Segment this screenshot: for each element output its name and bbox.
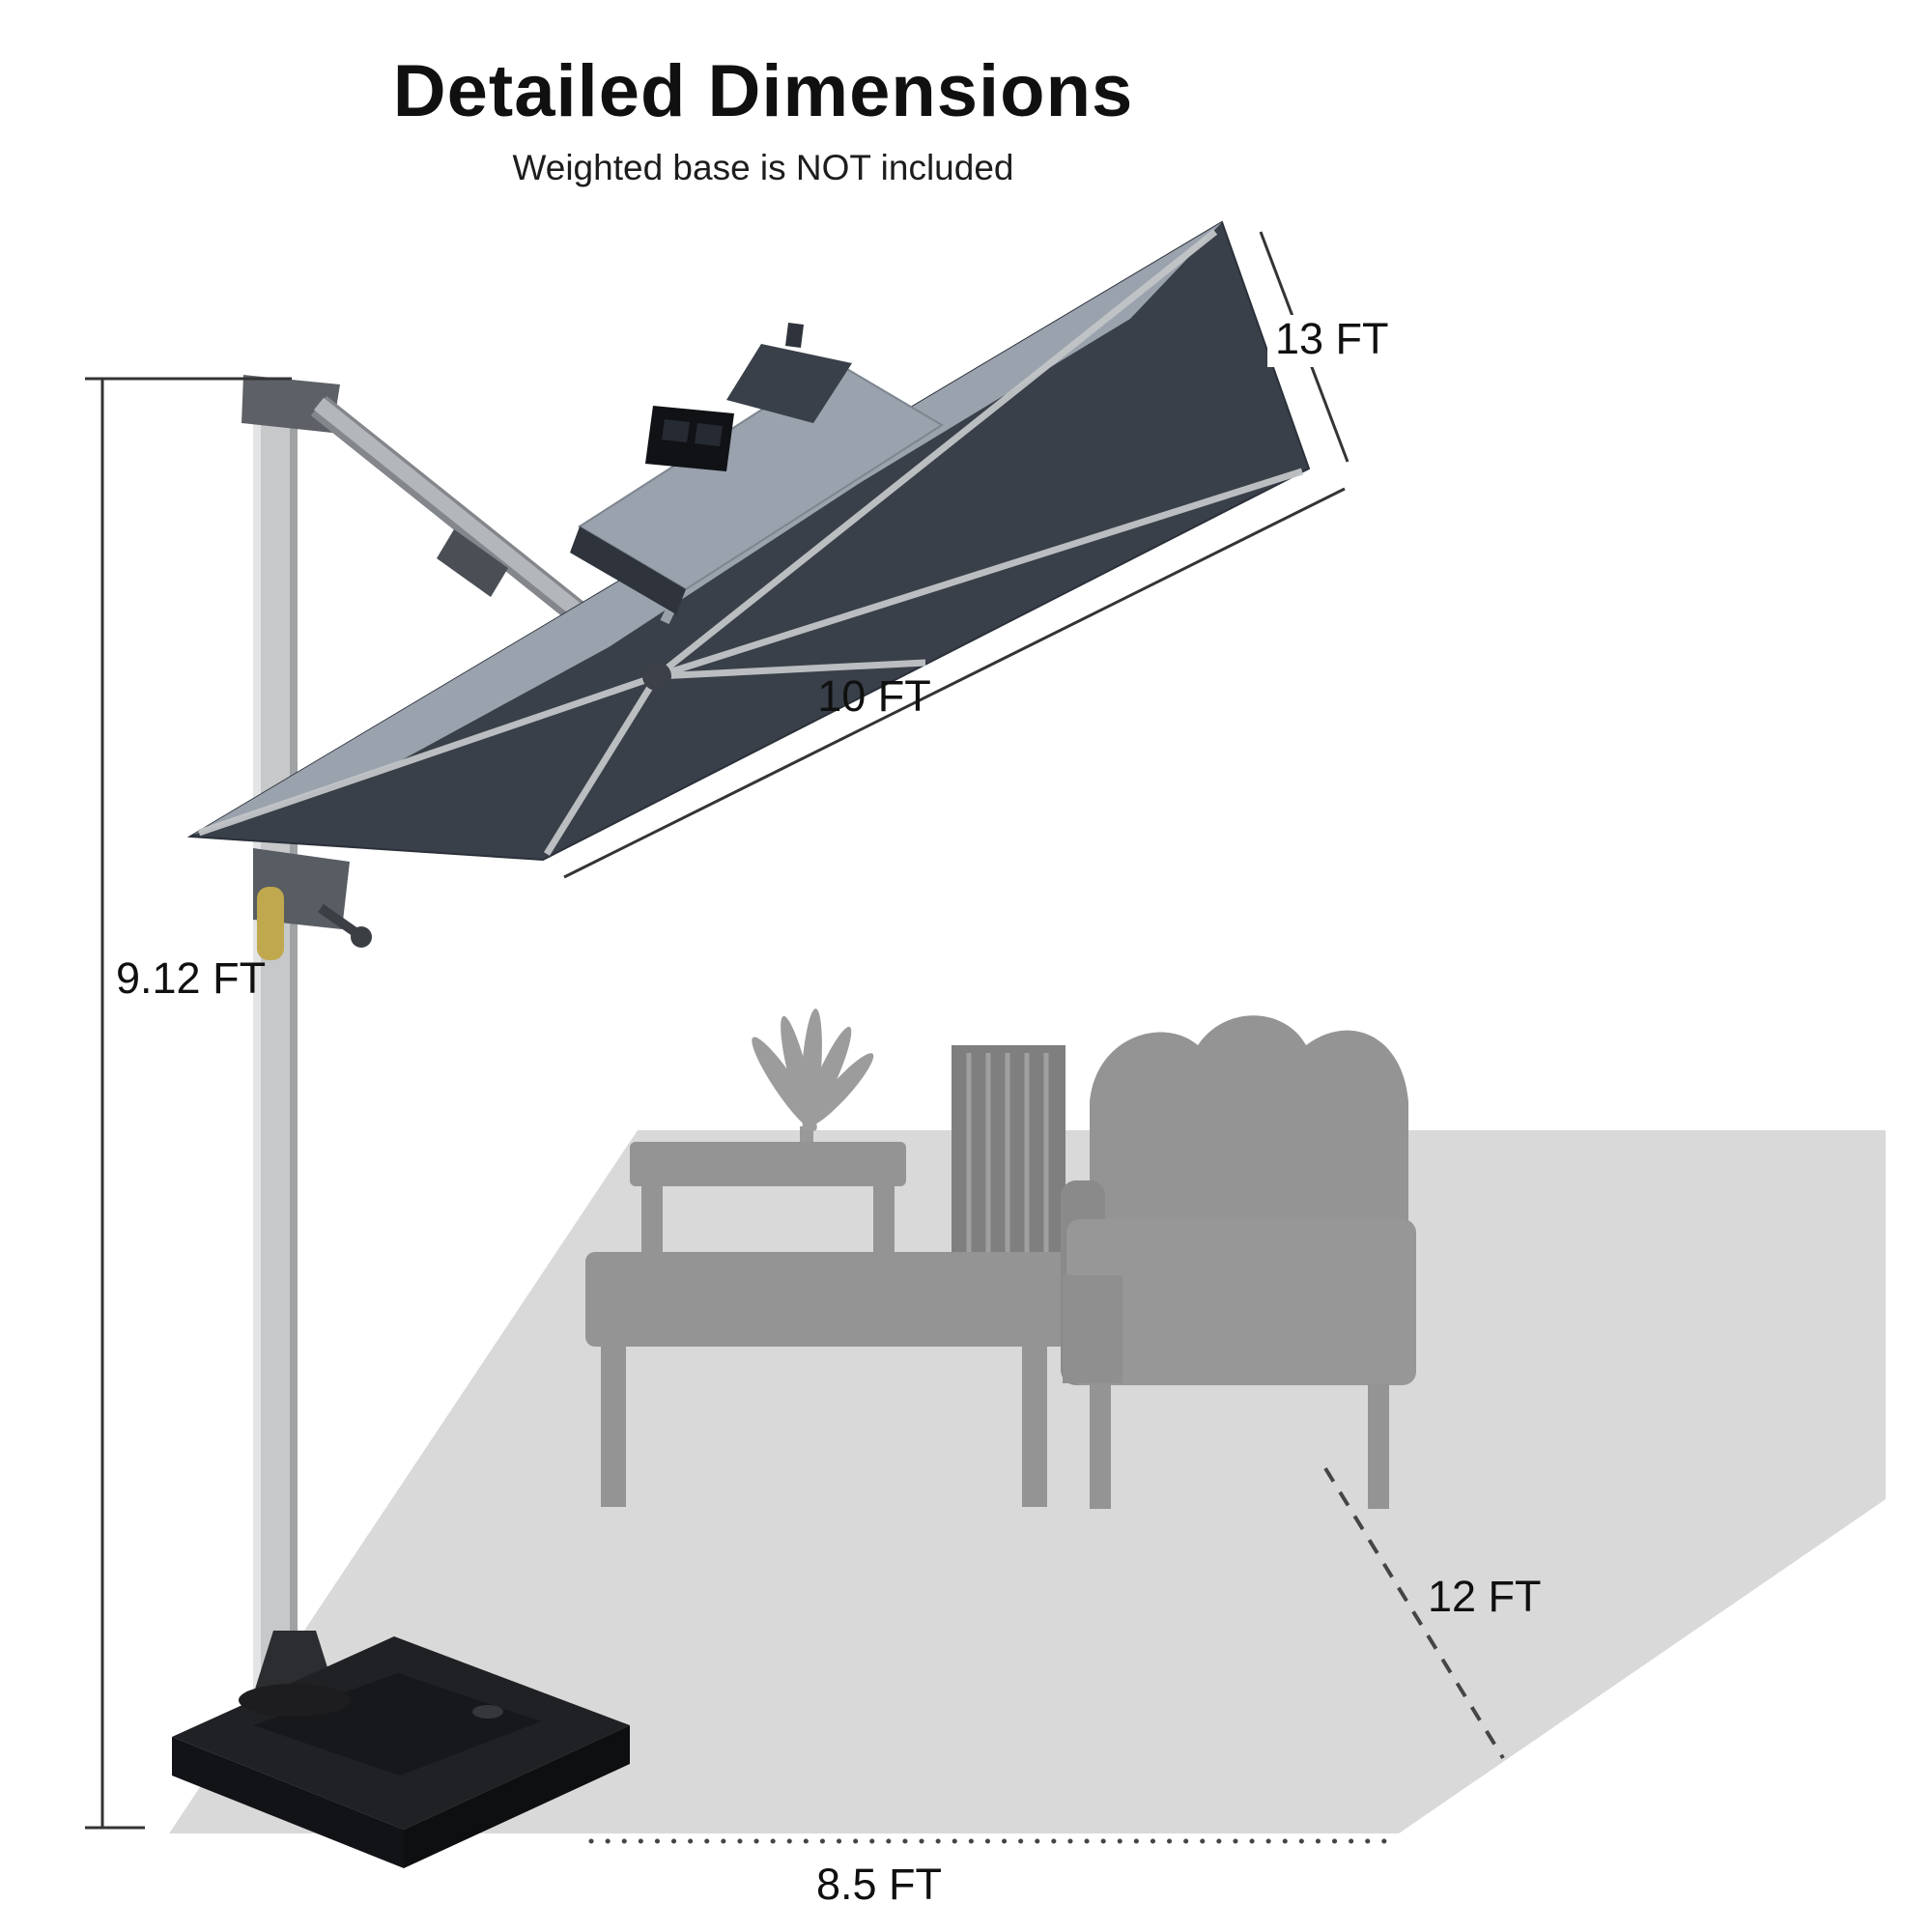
vent-cap (726, 344, 852, 423)
solar-light-hub (645, 406, 734, 471)
vent-shadow (570, 526, 686, 614)
back-panel-silhouette (952, 1045, 1065, 1279)
solar-cell (662, 419, 690, 442)
arm-joint (437, 529, 508, 597)
plant-silhouette (752, 1009, 874, 1159)
label-backdrop (1267, 315, 1405, 367)
base-side-right (404, 1725, 630, 1868)
canopy-hub (642, 662, 671, 691)
base-side-left (172, 1737, 404, 1868)
finial (785, 323, 804, 348)
base-inner-plate (253, 1673, 541, 1776)
crank-knob (351, 926, 372, 948)
bench-silhouette (585, 1252, 1068, 1507)
handle-grip (257, 887, 284, 960)
dimension-line-depth (1323, 1466, 1505, 1760)
umbrella-pole (242, 375, 372, 1700)
canopy-ribs (197, 229, 1304, 856)
dimension-line-canopy-width (563, 487, 1346, 879)
canopy-side-label: 13 FT (1275, 314, 1389, 363)
page-subtitle: Weighted base is NOT included (513, 148, 1014, 187)
canopy-width-label: 10 FT (817, 671, 931, 721)
vent-tier (578, 360, 944, 591)
umbrella-base (172, 1631, 630, 1868)
page-title: Detailed Dimensions (393, 50, 1134, 132)
base-span-label: 8.5 FT (816, 1860, 942, 1909)
crank-handle (253, 848, 372, 960)
furniture-silhouettes (585, 1009, 1416, 1509)
umbrella-canopy (186, 220, 1311, 862)
pole-height-label: 9.12 FT (116, 953, 266, 1003)
base-mount-ring (239, 1684, 351, 1717)
depth-label: 12 FT (1428, 1572, 1542, 1621)
sofa-silhouette (1061, 1015, 1416, 1509)
base-fill-cap (472, 1705, 503, 1719)
solar-cell (695, 423, 723, 446)
dimension-annotations: 9.12 FT 13 FT 10 FT 12 FT 8.5 FT (85, 231, 1542, 1909)
